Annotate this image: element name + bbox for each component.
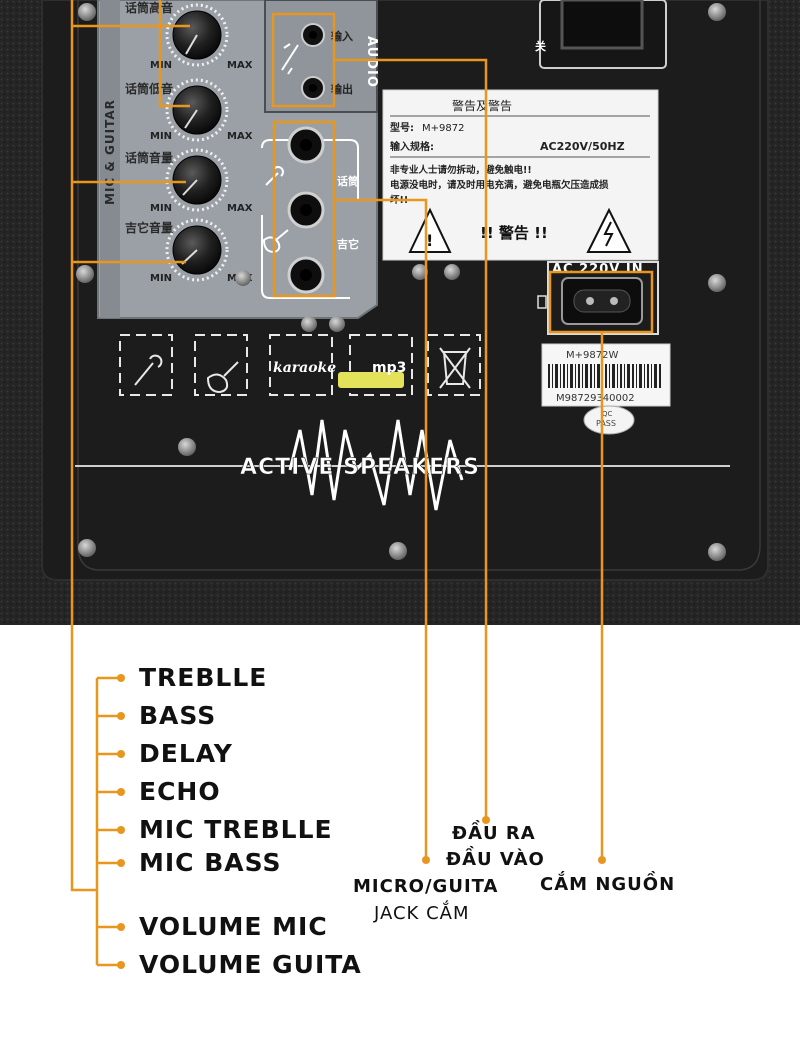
knob-label: 话筒低音 [125,81,173,96]
mp3-icon: mp3 [372,360,406,376]
warning-line-2: 电源没电时，请及时用电充满，避免电瓶欠压造成损 [390,179,609,191]
knob-mic-volume[interactable]: 话筒音量 MIN MAX [125,148,253,214]
active-speakers-logo: ACTIVE SPEAKERS [75,419,730,511]
barcode-sticker: M+9872W M98729340002 [541,343,671,407]
qc-line-2: PASS [596,419,616,428]
leader-dots [117,674,606,969]
svg-text:!: ! [426,231,433,250]
legend-mic-bass: MIC BASS [139,848,282,877]
min-label: MIN [150,203,172,214]
power-switch[interactable] [560,0,644,50]
callout-output: ĐẦU RA [452,823,536,844]
legend-volume-guita: VOLUME GUITA [139,950,362,979]
guitar-icon [206,361,239,394]
guitar-icon [262,229,289,254]
power-switch-area: 关 [535,0,667,69]
max-label: MAX [227,60,253,71]
input-spec-value: AC220V/50HZ [540,140,625,153]
active-speakers-text: ACTIVE SPEAKERS [240,455,480,480]
legend-bass: BASS [139,701,217,730]
barcode-number: M98729340002 [556,393,635,404]
min-label: MIN [150,273,172,284]
callout-jack: JACK CẮM [374,903,470,924]
callout-micro-guita: MICRO/GUITA [353,876,499,897]
knob-label: 吉它音量 [125,220,173,235]
caution-icon [408,207,452,253]
recycle-bin-crossed-icon [439,347,471,389]
microphone-icon [134,354,163,386]
warning-footer: !! 警告 !! [480,224,548,242]
power-socket-label: AC 220V IN [552,262,644,277]
qc-pass-sticker: QC PASS [583,405,635,435]
legend-echo: ECHO [139,777,221,806]
warning-title: 警告及警告 [452,98,512,113]
audio-text: AUDIO [364,36,379,88]
legend-delay: DELAY [139,739,233,768]
audio-io-block: AUDIO 输入 输出 [264,0,379,113]
max-label: MAX [227,203,253,214]
electric-hazard-icon [586,207,632,253]
knob-label: 话筒高音 [125,0,173,15]
leader-lines [70,0,654,967]
feature-icons [119,334,481,396]
jack-mic-label: 话筒 [337,174,359,188]
callout-input: ĐẦU VÀO [446,849,545,870]
warning-line-1: 非专业人士请勿拆动，避免触电!! [390,164,532,176]
qc-line-1: QC [602,410,613,418]
audio-out-label: 输出 [331,82,353,96]
switch-label: 关 [535,39,546,53]
warning-label: 警告及警告 型号: M+9872 输入规格: AC220V/50HZ 非专业人士… [382,89,659,261]
barcode-top: M+9872W [566,350,618,361]
model-label: 型号: [390,121,414,134]
model-value: M+9872 [422,123,464,134]
mic-guitar-jacks: 话筒 吉它 [261,126,359,299]
callout-power: CẮM NGUỒN [540,874,676,895]
jack-guitar-label: 吉它 [337,237,359,251]
legend-mic-treble: MIC TREBLLE [139,815,333,844]
audio-in-label: 输入 [331,29,353,43]
screws [76,3,726,561]
fuse-icon [338,372,404,388]
legend-treble: TREBLLE [139,663,268,692]
min-label: MIN [150,131,172,142]
input-spec-label: 输入规格: [390,140,434,153]
mic-guitar-text: MIC & GUITAR [103,99,117,205]
knob-label: 话筒音量 [125,150,173,165]
karaoke-icon: karaoke [273,360,336,376]
max-label: MAX [227,131,253,142]
rca-cable-icon [281,43,299,75]
legend-volume-mic: VOLUME MIC [139,912,328,941]
